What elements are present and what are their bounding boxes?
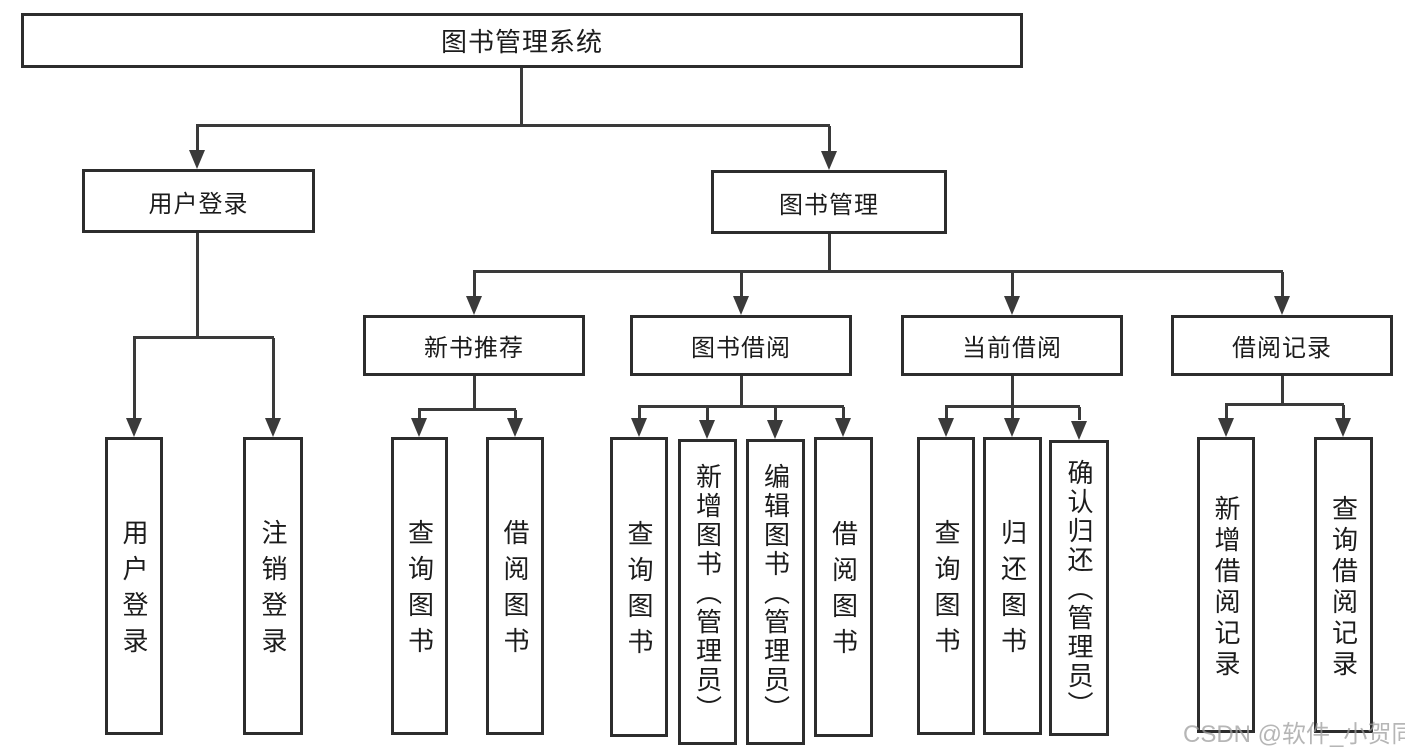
connector-line-vertical <box>740 376 743 407</box>
connector-line-horizontal <box>638 405 844 408</box>
connector-line-vertical <box>774 407 777 420</box>
csdn-watermark: CSDN @软件_小贺同学 <box>1183 721 1405 747</box>
node-user-login: 用户登录 <box>82 169 315 233</box>
node-current-borrowing: 当前借阅 <box>901 315 1123 376</box>
connector-line-horizontal <box>473 270 1283 273</box>
connector-line-vertical <box>1225 405 1228 419</box>
connector-line-vertical <box>1342 405 1345 419</box>
node-label: 查询图书 <box>624 520 654 664</box>
node-label: 借阅记录 <box>1232 335 1332 362</box>
node-label: 图书管理 <box>779 191 879 219</box>
arrow-down-icon <box>767 420 783 439</box>
connector-line-horizontal <box>133 336 274 339</box>
connector-line-vertical <box>1011 272 1014 298</box>
node-query-borrow-record: 查询借阅记录 <box>1314 437 1373 733</box>
node-borrowing-borrow-books: 借阅图书 <box>814 437 873 737</box>
node-label: 查询图书 <box>404 519 435 663</box>
connector-line-vertical <box>196 126 199 153</box>
arrow-down-icon <box>1335 418 1351 437</box>
connector-line-vertical <box>133 338 136 420</box>
node-label: 新增借阅记录 <box>1211 494 1241 681</box>
node-user-login-action: 用户登录 <box>105 437 163 735</box>
arrow-down-icon <box>507 418 523 437</box>
node-label: 新增图书（管理员） <box>692 463 723 724</box>
connector-line-vertical <box>740 272 743 298</box>
connector-line-vertical <box>828 126 831 153</box>
node-label: 确认归还（管理员） <box>1064 459 1094 720</box>
node-label: 查询借阅记录 <box>1328 494 1359 681</box>
arrow-down-icon <box>265 418 281 437</box>
node-logout-action: 注销登录 <box>243 437 303 735</box>
connector-line-vertical <box>1281 376 1284 405</box>
node-current-query-books: 查询图书 <box>917 437 975 735</box>
node-borrow-records: 借阅记录 <box>1171 315 1393 376</box>
connector-line-vertical <box>1011 407 1014 420</box>
connector-line-vertical <box>945 407 948 420</box>
arrow-down-icon <box>1004 296 1020 315</box>
arrow-down-icon <box>126 418 142 437</box>
node-label: 图书借阅 <box>691 335 791 362</box>
node-library-management-system: 图书管理系统 <box>21 13 1023 68</box>
arrow-down-icon <box>1004 418 1020 437</box>
connector-line-horizontal <box>418 408 516 411</box>
node-label: 查询图书 <box>931 519 961 663</box>
connector-line-vertical <box>473 376 476 410</box>
connector-line-vertical <box>514 410 517 420</box>
node-recommend-borrow-books: 借阅图书 <box>486 437 544 735</box>
node-label: 借阅图书 <box>500 519 530 663</box>
node-label: 图书管理系统 <box>440 27 603 57</box>
node-add-borrow-record: 新增借阅记录 <box>1197 437 1255 733</box>
arrow-down-icon <box>1218 418 1234 437</box>
arrow-down-icon <box>466 296 482 315</box>
node-return-books: 归还图书 <box>983 437 1042 735</box>
connector-line-vertical <box>418 410 421 420</box>
connector-line-vertical <box>1011 376 1014 407</box>
node-label: 注销登录 <box>258 519 288 663</box>
connector-line-vertical <box>828 234 831 272</box>
node-recommend-query-books: 查询图书 <box>391 437 448 735</box>
arrow-down-icon <box>1071 421 1087 440</box>
node-label: 归还图书 <box>997 519 1028 663</box>
node-borrowing-query-books: 查询图书 <box>610 437 668 737</box>
connector-line-vertical <box>638 407 641 420</box>
connector-line-vertical <box>520 68 523 126</box>
node-add-books-admin: 新增图书（管理员） <box>678 439 737 745</box>
arrow-down-icon <box>699 420 715 439</box>
node-label: 用户登录 <box>119 519 149 663</box>
connector-line-horizontal <box>196 124 830 127</box>
arrow-down-icon <box>1274 296 1290 315</box>
node-label: 新书推荐 <box>424 335 524 362</box>
node-label: 借阅图书 <box>828 520 859 664</box>
connector-line-vertical <box>1281 272 1284 298</box>
connector-line-vertical <box>842 407 845 420</box>
arrow-down-icon <box>938 418 954 437</box>
node-edit-books-admin: 编辑图书（管理员） <box>746 439 805 745</box>
node-confirm-return-admin: 确认归还（管理员） <box>1049 440 1109 736</box>
arrow-down-icon <box>733 296 749 315</box>
arrow-down-icon <box>411 418 427 437</box>
connector-line-horizontal <box>1225 403 1344 406</box>
node-book-management: 图书管理 <box>711 170 947 234</box>
arrow-down-icon <box>835 418 851 437</box>
node-label: 编辑图书（管理员） <box>760 463 791 724</box>
arrow-down-icon <box>821 151 837 170</box>
connector-line-vertical <box>272 338 275 420</box>
node-book-borrowing: 图书借阅 <box>630 315 852 376</box>
node-new-book-recommendation: 新书推荐 <box>363 315 585 376</box>
node-label: 当前借阅 <box>962 335 1062 362</box>
connector-line-vertical <box>706 407 709 420</box>
arrow-down-icon <box>631 418 647 437</box>
node-label: 用户登录 <box>148 190 249 218</box>
connector-line-horizontal <box>945 405 1080 408</box>
connector-line-vertical <box>196 233 199 338</box>
connector-line-vertical <box>473 272 476 298</box>
connector-line-vertical <box>1078 407 1081 420</box>
arrow-down-icon <box>189 150 205 169</box>
